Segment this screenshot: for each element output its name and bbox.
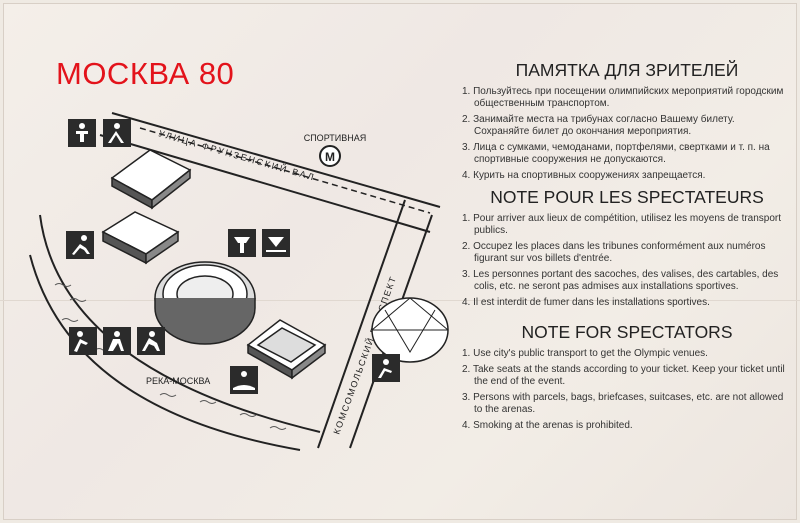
dome-arena (371, 297, 449, 363)
pictogram-figures (72, 123, 392, 390)
list-item: 1. Use city's public transport to get th… (462, 348, 708, 359)
river-bank (29, 254, 301, 451)
rules-list: 1. Пользуйтесь при посещении олимпийских… (462, 86, 792, 182)
metro-symbol: М (325, 150, 335, 164)
ticket-back (4, 4, 796, 519)
rules-list: 1. Pour arriver aux lieux de compétition… (462, 213, 792, 309)
ticket-title: МОСКВА 80 (56, 56, 235, 91)
rules-list: 1. Use city's public transport to get th… (462, 348, 792, 432)
list-item: 4. Курить на спортивных сооружениях запр… (462, 170, 706, 181)
list-item: 1. Pour arriver aux lieux de compétition… (462, 213, 782, 236)
section-russian: ПАМЯТКА ДЛЯ ЗРИТЕЛЕЙ 1. Пользуйтесь при … (462, 60, 792, 186)
list-item: 4. Il est interdit de fumer dans les ins… (462, 297, 710, 308)
metro-icon (319, 145, 341, 167)
avenue-edge (317, 199, 406, 449)
rail-line (139, 127, 431, 214)
metro-station-label: СПОРТИВНАЯ (304, 133, 367, 143)
volleyball-pictogram-icon (372, 354, 400, 382)
list-item: 2. Take seats at the stands according to… (462, 364, 785, 387)
small-arena-building (110, 149, 192, 210)
grand-arena-stadium (154, 261, 256, 345)
list-item: 2. Occupez les places dans les tribunes … (462, 241, 766, 264)
section-english: NOTE FOR SPECTATORS 1. Use city's public… (462, 322, 792, 436)
street-edge (99, 134, 431, 233)
section-heading: NOTE FOR SPECTATORS (521, 322, 733, 342)
sports-palace-building (101, 211, 180, 265)
river-waves (54, 283, 287, 430)
swimming-pool-building (246, 319, 327, 380)
list-item: 4. Smoking at the arenas is prohibited. (462, 420, 633, 431)
street-edge (111, 112, 441, 208)
list-item: 2. Занимайте места на трибунах согласно … (462, 114, 735, 137)
river-label: РЕКА-МОСКВА (146, 376, 210, 386)
section-heading: NOTE POUR LES SPECTATEURS (490, 187, 764, 207)
list-item: 3. Persons with parcels, bags, briefcase… (462, 392, 784, 415)
list-item: 1. Пользуйтесь при посещении олимпийских… (462, 86, 784, 109)
section-french: NOTE POUR LES SPECTATEURS 1. Pour arrive… (462, 187, 792, 313)
list-item: 3. Les personnes portant des sacoches, d… (462, 269, 779, 292)
list-item: 3. Лица с сумками, чемоданами, портфелям… (462, 142, 770, 165)
section-heading: ПАМЯТКА ДЛЯ ЗРИТЕЛЕЙ (515, 60, 739, 80)
